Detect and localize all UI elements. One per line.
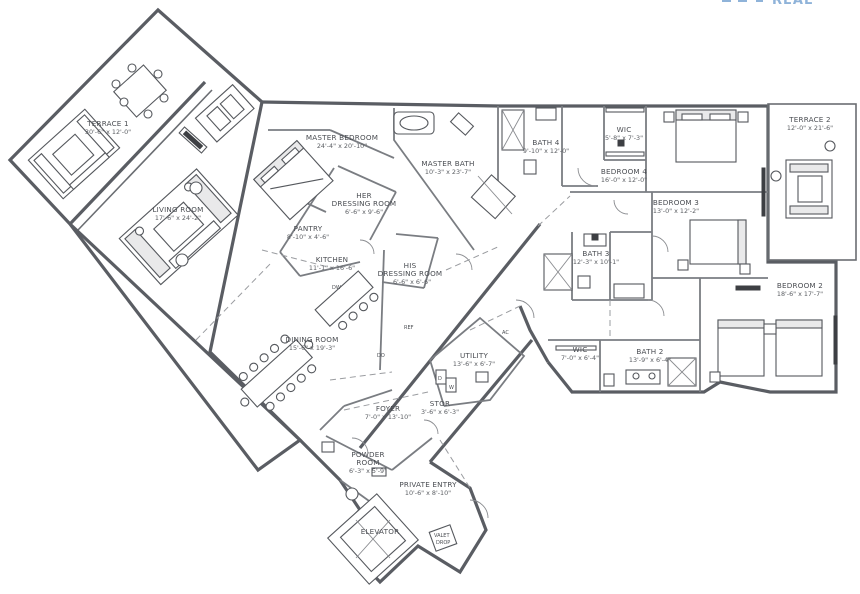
room-name-elevator: ELEVATOR (361, 527, 400, 536)
room-name-terrace-2: TERRACE 2 (788, 115, 831, 124)
room-dims-dining-room: 15'-6" x 19'-3" (289, 344, 335, 352)
room-name-master-bedroom: MASTER BEDROOM (306, 133, 378, 142)
master-tub (393, 111, 435, 135)
room-dims-master-bath: 10'-3" x 23'-7" (425, 168, 471, 176)
room-name-bath-4: BATH 4 (532, 138, 559, 147)
bedroom3-bed (677, 219, 751, 275)
fixture-tags: DW REF DO AC D W VALET DROP (332, 285, 509, 546)
room-name-bath-2: BATH 2 (636, 347, 663, 356)
tag-valet: VALET (434, 533, 450, 539)
terrace1-dining-set (111, 63, 169, 119)
tag-do: DO (377, 353, 385, 359)
room-name-bedroom-2: BEDROOM 2 (777, 281, 823, 290)
terrace1-lounge-chairs (194, 83, 255, 143)
room-dims-foyer: 7'-0" x 13'-10" (365, 413, 411, 421)
tag-washer: W (449, 385, 454, 391)
terrace1-lounge (27, 108, 121, 200)
room-dims-utility: 13'-6" x 6'-7" (453, 360, 495, 368)
bedroom2-beds (709, 319, 823, 383)
room-dims-wic-2: 7'-0" x 6'-4" (561, 354, 599, 362)
dashed-boundaries (195, 195, 611, 489)
room-dims-terrace-2: 12'-0" x 21'-6" (787, 124, 833, 132)
room-name-master-bath: MASTER BATH (421, 159, 474, 168)
dining-table (238, 334, 317, 411)
room-name-wic-1: WIC (617, 125, 632, 134)
wic-shelves-1 (605, 107, 645, 157)
room-name-utility: UTILITY (460, 351, 488, 360)
bedroom4-bed (663, 109, 749, 163)
room-name-living-room: LIVING ROOM (152, 205, 203, 214)
room-dims-her-dressing-room: 6'-6" x 9'-6" (345, 208, 383, 216)
tag-dryer: D (438, 376, 442, 382)
room-dims-bedroom-3: 13'-0" x 12'-2" (653, 207, 699, 215)
tag-ac: AC (502, 330, 509, 336)
room-name-foyer: FOYER (376, 404, 400, 413)
room-dims-bath-2: 13'-9" x 6'-4" (629, 356, 671, 364)
bath3-fixtures (543, 233, 645, 299)
room-dims-terrace-1: 30'-6" x 12'-0" (85, 128, 131, 136)
room-dims-private-entry: 10'-6" x 8'-10" (405, 489, 451, 497)
terrace2-seating (770, 140, 836, 219)
room-name-bath-3: BATH 3 (582, 249, 609, 258)
furniture (27, 63, 838, 585)
room-labels: TERRACE 1 30'-6" x 12'-0" LIVING ROOM 17… (85, 115, 833, 536)
kitchen-island (314, 270, 379, 330)
wic2-shelves (555, 345, 597, 351)
room-name-kitchen: KITCHEN (316, 255, 349, 264)
elevator-cab (326, 493, 420, 585)
room-name-dining-room: DINING ROOM (285, 335, 338, 344)
room-name-wic-2: WIC (573, 345, 588, 354)
room-dims-bedroom-4: 16'-0" x 12'-0" (601, 176, 647, 184)
room-dims-pantry: 8'-10" x 4'-6" (287, 233, 329, 241)
room-dims-bath-3: 12'-3" x 10'-1" (573, 258, 619, 266)
room-dims-bath-4: 9'-10" x 12'-0" (523, 147, 569, 155)
doors (351, 167, 669, 519)
powder-room-fixtures (321, 441, 387, 501)
room-name-terrace-1: TERRACE 1 (86, 119, 129, 128)
tag-dw: DW (332, 285, 341, 291)
side-table (189, 181, 203, 195)
bath2-fixtures (603, 357, 697, 387)
room-dims-bedroom-2: 18'-6" x 17'-7" (777, 290, 823, 298)
brand-logo-text: REAL (772, 0, 813, 8)
bath4-fixtures (501, 107, 557, 175)
room-dims-master-bedroom: 24'-4" x 20'-10" (317, 142, 367, 150)
tag-ref: REF (404, 325, 414, 331)
room-dims-his-dressing-room: 6'-6" x 6'-6" (393, 278, 431, 286)
room-dims-living-room: 17'-6" x 24'-2" (155, 214, 201, 222)
room-dims-stor: 3'-6" x 6'-3" (421, 408, 459, 416)
tag-drop: DROP (436, 540, 450, 546)
room-name-bedroom-4: BEDROOM 4 (601, 167, 647, 176)
room-name-stor: STOR (430, 399, 450, 408)
side-table-2 (175, 253, 189, 267)
utility-appliances (435, 369, 489, 393)
room-dims-wic-1: 5'-8" x 7'-3" (605, 134, 643, 142)
room-name-private-entry: PRIVATE ENTRY (399, 480, 457, 489)
room-dims-kitchen: 11'-1" x 16'-6" (309, 264, 355, 272)
master-bed (253, 139, 334, 221)
interior-walls (268, 106, 768, 507)
room-dims-powder-room: 6'-3" x 5'-9" (349, 467, 387, 475)
room-name-bedroom-3: BEDROOM 3 (653, 198, 699, 207)
brand-logo: REAL (722, 0, 813, 8)
room-name-pantry: PANTRY (294, 224, 323, 233)
